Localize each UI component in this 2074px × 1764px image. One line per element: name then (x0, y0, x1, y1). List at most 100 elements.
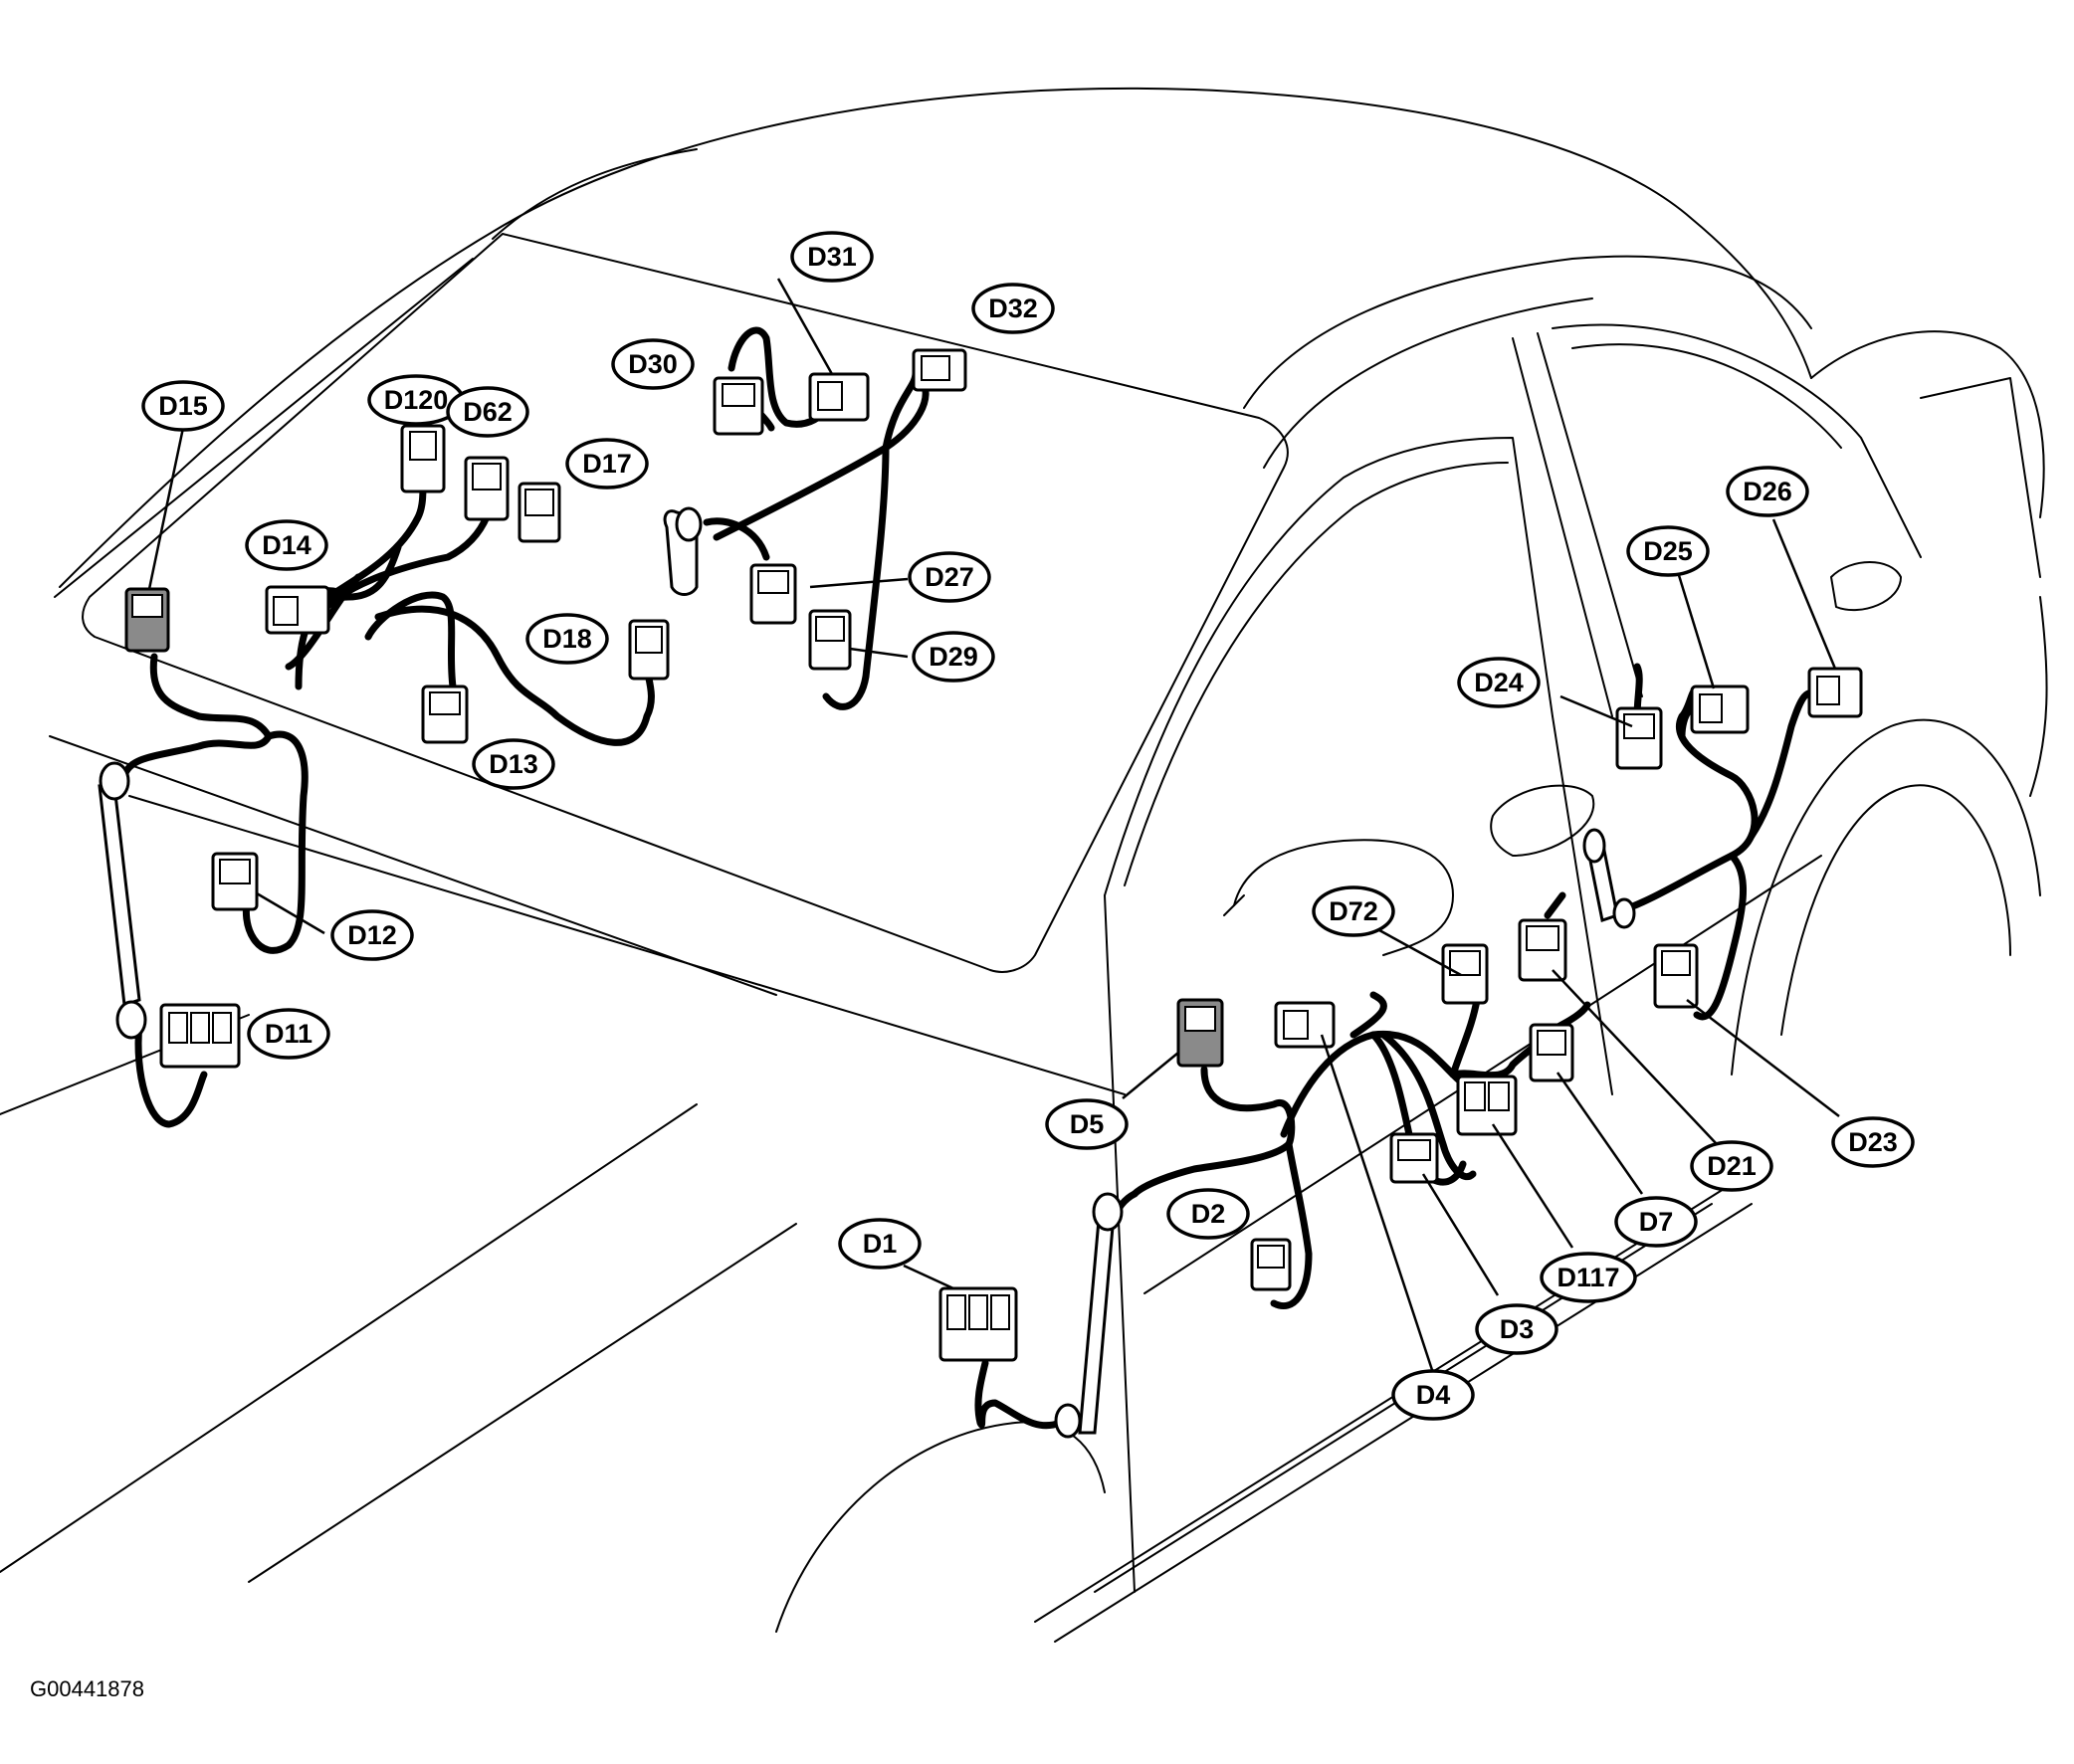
grommets (99, 506, 1636, 1439)
callout-oval (141, 380, 225, 432)
callout-oval (1166, 1188, 1250, 1240)
connector-d18 (628, 619, 670, 681)
connector-d29 (808, 609, 852, 671)
connector-d26 (1807, 667, 1863, 718)
callout-d14: D14 (245, 519, 328, 571)
callout-d31: D31 (790, 231, 874, 283)
connector-d117 (1456, 1075, 1518, 1136)
callout-label: D4 (1416, 1380, 1451, 1410)
callout-d1: D1 (838, 1218, 922, 1270)
callout-label: D30 (628, 349, 678, 379)
callout-label: D12 (347, 920, 397, 950)
connector-d62 (464, 456, 510, 521)
callout-oval (565, 438, 649, 490)
callout-oval (247, 1008, 330, 1060)
callout-d26: D26 (1726, 466, 1809, 517)
callout-label: D31 (807, 242, 857, 272)
callout-oval (912, 631, 995, 683)
callout-d13: D13 (472, 738, 555, 790)
figure-id: G00441878 (30, 1676, 144, 1701)
connector-d5 (1176, 998, 1224, 1068)
callout-oval (908, 551, 991, 603)
callout-d72: D72 (1312, 885, 1395, 937)
callout-label: D14 (262, 530, 311, 560)
callout-d5: D5 (1045, 1098, 1129, 1150)
callout-label: D11 (265, 1019, 312, 1049)
callout-d32: D32 (971, 283, 1055, 334)
callout-oval (472, 738, 555, 790)
callout-label: D21 (1707, 1151, 1757, 1181)
callout-label: D13 (489, 749, 538, 779)
callout-d117: D117 (1540, 1252, 1637, 1303)
callout-oval (971, 283, 1055, 334)
callout-oval (446, 386, 529, 438)
callout-label: D7 (1639, 1207, 1674, 1237)
callout-d18: D18 (525, 613, 609, 665)
callout-oval (838, 1218, 922, 1270)
connector-d1 (938, 1286, 1018, 1362)
callout-oval (1391, 1369, 1475, 1421)
callout-oval (1475, 1303, 1558, 1355)
callout-d17: D17 (565, 438, 649, 490)
connector-d12 (211, 852, 259, 911)
leader-lines (147, 278, 1840, 1374)
callout-oval (330, 909, 414, 961)
connector-d23 (1653, 943, 1699, 1009)
connector-d25 (1690, 685, 1750, 734)
callout-oval (1045, 1098, 1129, 1150)
callout-d30: D30 (611, 338, 695, 390)
callout-oval (1457, 657, 1541, 708)
callout-d120: D120 (367, 374, 465, 426)
connector-d32 (912, 348, 967, 392)
callout-d3: D3 (1475, 1303, 1558, 1355)
callout-d21: D21 (1690, 1140, 1773, 1192)
callout-label: D18 (542, 624, 592, 654)
callout-label: D117 (1556, 1263, 1619, 1292)
callout-d25: D25 (1626, 525, 1710, 577)
callout-d29: D29 (912, 631, 995, 683)
callout-oval (525, 613, 609, 665)
callout-label: D1 (863, 1229, 898, 1259)
callout-d23: D23 (1831, 1116, 1915, 1168)
callout-d24: D24 (1457, 657, 1541, 708)
connector-d120 (400, 424, 446, 493)
callout-label: D24 (1474, 668, 1524, 697)
connector-d72 (1441, 943, 1489, 1005)
callout-oval (1312, 885, 1395, 937)
vehicle-body-outline (0, 87, 2048, 1643)
callout-label: D32 (988, 294, 1038, 323)
callout-d62: D62 (446, 386, 529, 438)
callout-label: D15 (158, 391, 208, 421)
callout-oval (245, 519, 328, 571)
connectors (124, 348, 1863, 1362)
callout-d27: D27 (908, 551, 991, 603)
connector-d4 (1274, 1001, 1336, 1049)
callout-label: D72 (1329, 896, 1378, 926)
callout-label: D26 (1743, 477, 1792, 506)
connector-d21 (1518, 918, 1567, 982)
connector-d11 (159, 1003, 241, 1069)
callout-label: D3 (1500, 1314, 1535, 1344)
callout-d4: D4 (1391, 1369, 1475, 1421)
connector-d27 (749, 563, 797, 625)
callout-label: D29 (929, 642, 978, 672)
callout-oval (1726, 466, 1809, 517)
connector-d3 (1389, 1132, 1439, 1184)
callout-label: D23 (1848, 1127, 1898, 1157)
connector-d7 (1529, 1023, 1574, 1082)
callout-label: D17 (582, 449, 632, 479)
callout-d2: D2 (1166, 1188, 1250, 1240)
connector-d24 (1615, 706, 1663, 770)
callout-d12: D12 (330, 909, 414, 961)
callout-label: D27 (925, 562, 974, 592)
connector-d15 (124, 587, 170, 653)
callout-oval (611, 338, 695, 390)
callout-oval (1626, 525, 1710, 577)
connector-d13 (421, 685, 469, 744)
callout-oval (1690, 1140, 1773, 1192)
callout-label: D62 (463, 397, 513, 427)
callout-label: D25 (1643, 536, 1693, 566)
callout-label: D5 (1070, 1109, 1105, 1139)
connector-d2 (1250, 1238, 1292, 1291)
callout-oval (1540, 1252, 1637, 1303)
